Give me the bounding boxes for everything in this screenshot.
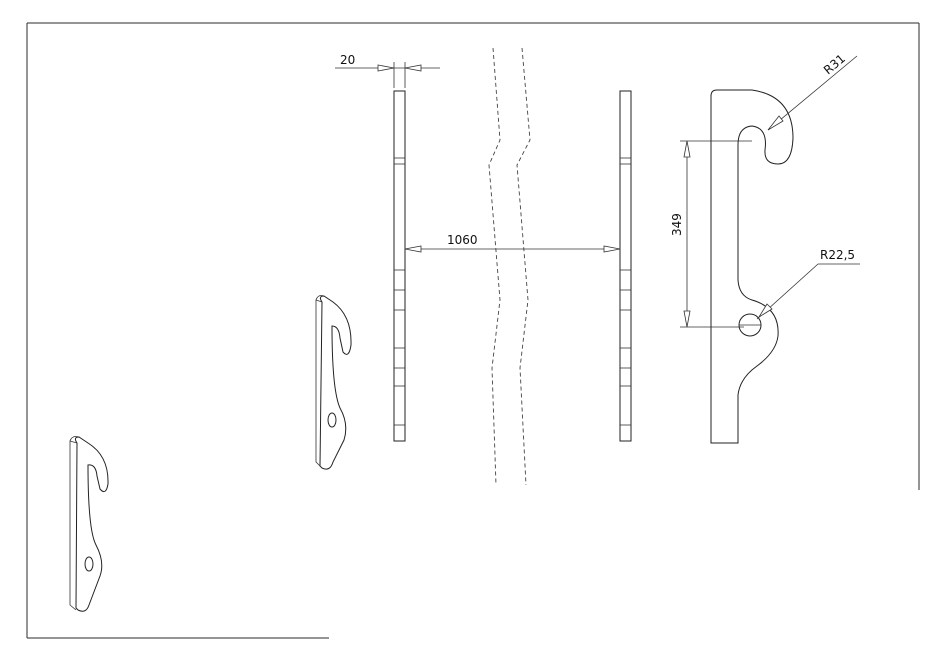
hole-spacing-dimension: 349 bbox=[670, 140, 752, 328]
hole-spacing-label: 349 bbox=[670, 213, 684, 236]
isometric-view-hook-plate-2 bbox=[69, 436, 109, 612]
span-dimension: 1060 bbox=[404, 233, 621, 253]
sheet-frame bbox=[26, 22, 920, 639]
span-label: 1060 bbox=[447, 233, 478, 247]
break-lines bbox=[488, 47, 531, 486]
left-plate-edge-view bbox=[393, 90, 406, 442]
thickness-label: 20 bbox=[340, 53, 355, 67]
hole-radius-leader: R22,5 bbox=[756, 248, 860, 320]
thickness-dimension: 20 bbox=[335, 53, 440, 88]
hole-radius-label: R22,5 bbox=[820, 248, 855, 262]
hook-plate-front-view bbox=[710, 89, 794, 444]
isometric-view-hook-plate-1 bbox=[315, 295, 352, 470]
hook-radius-label: R31 bbox=[821, 51, 848, 77]
right-plate-edge-view bbox=[619, 90, 632, 442]
